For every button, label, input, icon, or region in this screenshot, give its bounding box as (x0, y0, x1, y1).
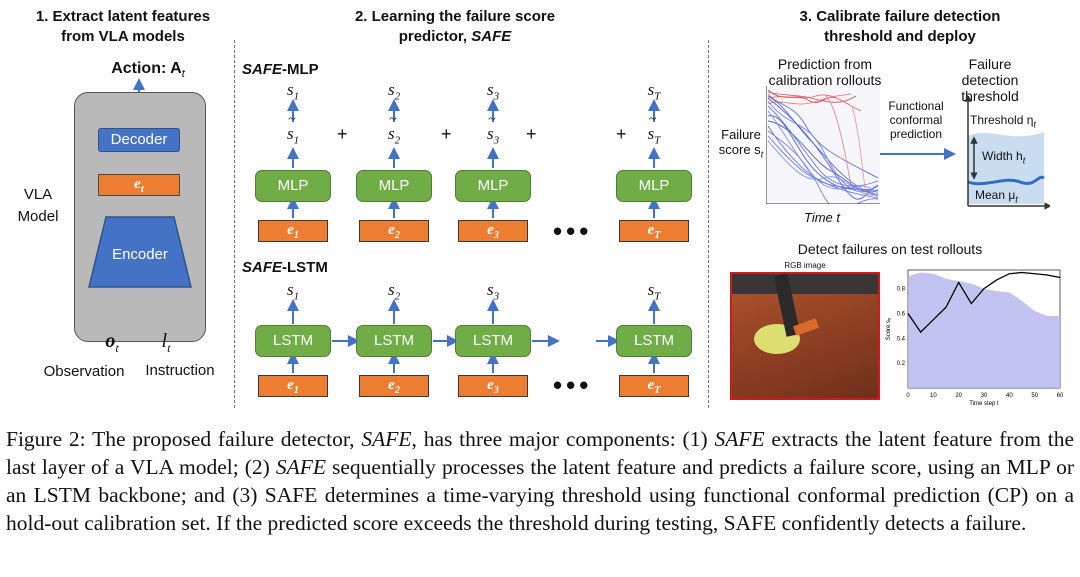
vla-model-label: VLA Model (17, 186, 59, 225)
mlp-box-2: MLP (356, 170, 432, 202)
threshold-band-area (908, 272, 1060, 388)
x-tick-label: 10 (930, 393, 937, 399)
rgb-image-label: RGB image (784, 261, 826, 270)
mlp-partial-score-3: s~3 (486, 112, 500, 147)
instruction-label: Instruction (145, 362, 215, 379)
latent-feature-box: et (98, 174, 180, 196)
time-label: Time t (804, 210, 840, 225)
mlp-partial-score-1: s~1 (286, 112, 300, 147)
threshold-label: Threshold ηt (970, 113, 1036, 130)
separator-1 (234, 40, 235, 408)
mlp-latent-1: e1 (258, 220, 328, 242)
safe-lstm-title: SAFE-LSTM (242, 259, 328, 276)
detect-title: Detect failures on test rollouts (797, 241, 983, 257)
encoder-trapezoid (88, 216, 192, 288)
mlp-score-T: sT (647, 80, 661, 103)
threshold-title: Failure detection threshold (961, 56, 1019, 104)
y-axis-label: Score sₑ (886, 317, 892, 340)
calibration-rollouts-plot (766, 86, 880, 204)
fcp-label: Functional conformal prediction (888, 99, 944, 141)
section3-title: 3. Calibrate failure detection threshold… (770, 7, 1030, 47)
lstm-box-1: LSTM (255, 325, 331, 357)
y-tick-label: 0.2 (897, 361, 906, 367)
mlp-latent-T: eT (619, 220, 689, 242)
lstm-latent-T: eT (619, 375, 689, 397)
x-tick-label: 30 (981, 393, 988, 399)
score-line (907, 271, 1061, 334)
threshold-diagram (964, 96, 1050, 210)
x-axis-label: Time step t (969, 401, 999, 407)
x-tick-label: 50 (1031, 393, 1038, 399)
mlp-partial-score-T: s~T (647, 112, 661, 147)
safe-mlp-title: SAFE-MLP (242, 61, 319, 78)
section3-title-line1: 3. Calibrate failure detection (799, 8, 1001, 25)
y-tick-label: 0.6 (897, 311, 906, 317)
lstm-score-2: s2 (387, 280, 401, 303)
section1-title-line2: from VLA models (61, 28, 185, 45)
section2-title-line1: 2. Learning the failure score (354, 8, 556, 25)
mlp-partial-score-2: s~2 (387, 112, 401, 147)
fcp-arrow (880, 148, 956, 160)
y-tick-label: 0.4 (897, 336, 906, 342)
encoder-label: Encoder (112, 246, 168, 263)
x-tick-label: 60 (1057, 393, 1064, 399)
x-tick-label: 0 (906, 393, 910, 399)
section2-arrows (287, 99, 660, 373)
lstm-box-2: LSTM (356, 325, 432, 357)
failure-score-label: Failure score st (718, 127, 764, 160)
mlp-score-3: s3 (486, 80, 500, 103)
mlp-latent-3: e3 (458, 220, 528, 242)
lstm-score-T: sT (647, 280, 661, 303)
x-tick-label: 20 (955, 393, 962, 399)
observation-label: Observation (43, 363, 125, 380)
y-tick-label: 0.8 (897, 287, 906, 293)
section2-title: 2. Learning the failure score predictor,… (335, 7, 575, 47)
lstm-ellipsis: ••• (553, 370, 593, 400)
decoder-box: Decoder (98, 128, 180, 152)
mlp-box-1: MLP (255, 170, 331, 202)
section1-title: 1. Extract latent features from VLA mode… (18, 7, 228, 47)
lstm-score-3: s3 (486, 280, 500, 303)
x-tick-label: 40 (1006, 393, 1013, 399)
prediction-label: Prediction from calibration rollouts (768, 56, 882, 88)
mlp-box-3: MLP (455, 170, 531, 202)
instruction-symbol: lt (161, 330, 171, 355)
mean-label: Mean μt (975, 188, 1018, 205)
action-label: Action: At (111, 60, 185, 81)
lstm-latent-1: e1 (258, 375, 328, 397)
width-label: Width ht (982, 149, 1026, 166)
plus-3: + (526, 124, 537, 144)
mlp-latent-2: e2 (359, 220, 429, 242)
lstm-box-T: LSTM (616, 325, 692, 357)
figure-caption: Figure 2: The proposed failure detector,… (6, 427, 1074, 535)
lstm-score-1: s1 (286, 280, 300, 303)
plus-4: + (616, 124, 627, 144)
mlp-score-2: s2 (387, 80, 401, 103)
plus-1: + (337, 124, 348, 144)
section1-title-line1: 1. Extract latent features (35, 8, 211, 25)
separator-2 (708, 40, 709, 408)
lstm-latent-2: e2 (359, 375, 429, 397)
plus-2: + (441, 124, 452, 144)
observation-symbol: ot (105, 330, 119, 355)
lstm-latent-3: e3 (458, 375, 528, 397)
section2-title-line2: predictor, SAFE (398, 28, 512, 45)
mlp-box-T: MLP (616, 170, 692, 202)
lstm-box-3: LSTM (455, 325, 531, 357)
mlp-ellipsis: ••• (553, 216, 593, 246)
test-rollout-image (730, 272, 880, 400)
mlp-score-1: s1 (286, 80, 300, 103)
section3-title-line2: threshold and deploy (824, 28, 976, 45)
